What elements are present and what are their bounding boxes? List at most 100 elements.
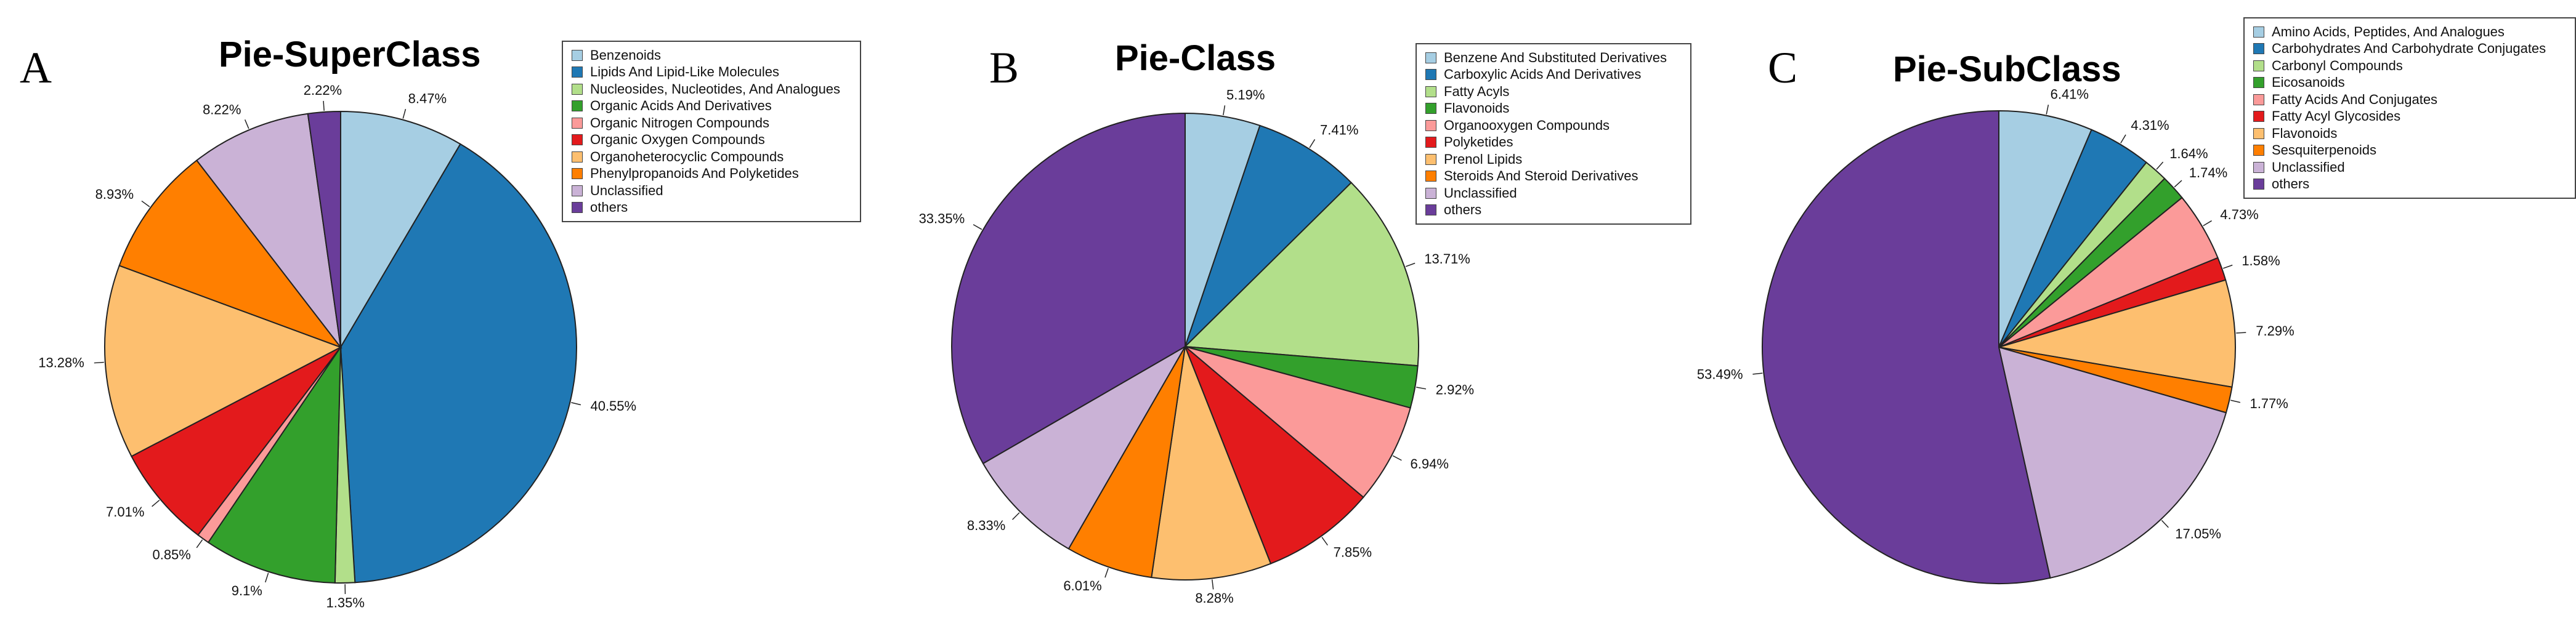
slice-label: 9.1% — [232, 583, 262, 598]
legend-item: Organooxygen Compounds — [1425, 117, 1682, 134]
legend-item: Steroids And Steroid Derivatives — [1425, 168, 1682, 185]
pie-svg-class: 5.19%7.41%13.71%2.92%6.94%7.85%8.28%6.01… — [919, 87, 1475, 606]
slice-label: 7.29% — [2256, 323, 2294, 339]
legend-swatch — [2253, 43, 2264, 55]
pie-slice — [131, 347, 341, 536]
legend-swatch — [1425, 187, 1436, 199]
legend-swatch — [1425, 119, 1436, 131]
panel-letter: C — [1768, 43, 1798, 92]
slice-label: 6.01% — [1063, 578, 1101, 593]
pie-slice — [118, 159, 342, 349]
legend-label: Benzene And Substituted Derivatives — [1444, 49, 1667, 65]
pie-slice — [1762, 110, 2051, 584]
legend-swatch — [1425, 86, 1436, 97]
legend-label: Unclassified — [590, 182, 663, 198]
legend-item: others — [572, 199, 851, 217]
legend-swatch — [2253, 111, 2264, 123]
legend-swatch — [2253, 127, 2264, 139]
pie-svg-superclass: 8.47%40.55%1.35%9.1%0.85%7.01%13.28%8.93… — [38, 82, 636, 611]
chart-title: Pie-Class — [1115, 38, 1276, 78]
slice-label-tick — [2203, 220, 2212, 227]
legend-label: Benzenoids — [590, 47, 661, 63]
slice-label-tick — [973, 224, 982, 230]
slice-label: 8.47% — [408, 90, 447, 106]
legend-swatch — [2253, 145, 2264, 156]
slice-label-tick — [2046, 104, 2049, 115]
legend-label: Prenol Lipids — [1444, 151, 1523, 167]
legend-swatch — [572, 202, 583, 214]
legend-swatch — [1425, 137, 1436, 148]
legend-item: Fatty Acids And Conjugates — [2253, 91, 2566, 108]
slice-label-tick — [1212, 579, 1214, 590]
slice-label: 1.77% — [2250, 396, 2288, 411]
pie-slice — [207, 345, 342, 584]
pie-svg-subclass: 6.41%4.31%1.64%1.74%4.73%1.58%7.29%1.77%… — [1697, 86, 2295, 584]
pie-slice — [1185, 124, 1353, 347]
slice-label: 6.41% — [2051, 86, 2089, 102]
legend-label: Carbohydrates And Carbohydrate Conjugate… — [2272, 41, 2546, 57]
legend-swatch — [572, 49, 583, 61]
slice-label-tick — [2236, 332, 2246, 334]
slice-label-tick — [2230, 400, 2241, 403]
pie-chart-subclass: 6.41%4.31%1.64%1.74%4.73%1.58%7.29%1.77%… — [1697, 0, 2576, 631]
legend-label: Flavonoids — [1444, 100, 1510, 116]
slice-label: 1.35% — [326, 595, 365, 611]
legend-item: others — [1425, 202, 1682, 219]
slice-label-tick — [323, 100, 325, 111]
slice-label: 8.22% — [203, 102, 241, 117]
legend-swatch — [2253, 60, 2264, 71]
legend-swatch — [2253, 77, 2264, 89]
legend-item: Nucleosides, Nucleotides, And Analogues — [572, 81, 851, 98]
legend-label: Flavonoids — [2272, 125, 2338, 141]
legend-label: Unclassified — [2272, 159, 2345, 175]
legend-swatch — [572, 185, 583, 196]
panel-letter: B — [989, 43, 1019, 92]
slice-label-tick — [1309, 139, 1316, 148]
slice-label-tick — [196, 539, 203, 549]
legend-swatch — [572, 117, 583, 129]
legend-swatch — [2253, 94, 2264, 105]
legend-label: others — [590, 199, 628, 215]
slice-label: 7.41% — [1320, 123, 1358, 138]
legend-swatch — [1425, 52, 1436, 63]
legend-item: Unclassified — [1425, 185, 1682, 202]
legend-swatch — [1425, 171, 1436, 182]
pie-chart-class: 5.19%7.41%13.71%2.92%6.94%7.85%8.28%6.01… — [859, 0, 1717, 631]
legend-item: Fatty Acyls — [1425, 83, 1682, 100]
legend-item: Benzene And Substituted Derivatives — [1425, 49, 1682, 66]
slice-label-tick — [571, 402, 581, 406]
slice-label-tick — [2120, 134, 2126, 143]
slice-label: 4.31% — [2131, 118, 2169, 133]
legend-label: Carboxylic Acids And Derivatives — [1444, 66, 1642, 82]
slice-label-tick — [1223, 105, 1226, 116]
legend-swatch — [2253, 161, 2264, 173]
slice-label-tick — [1752, 372, 1763, 375]
legend-item: Organic Acids And Derivatives — [572, 98, 851, 115]
legend-label: Fatty Acyl Glycosides — [2272, 108, 2401, 124]
pie-slice — [1998, 279, 2236, 388]
slice-label: 1.64% — [2169, 146, 2208, 161]
pie-slice — [1185, 346, 1411, 499]
legend-label: Organoheterocyclic Compounds — [590, 148, 784, 164]
legend-label: others — [1444, 202, 1482, 218]
chart-title: Pie-SubClass — [1893, 49, 2121, 89]
slice-label: 7.85% — [1334, 544, 1372, 560]
slice-label: 2.92% — [1436, 382, 1474, 397]
legend-item: Flavonoids — [2253, 125, 2566, 142]
slice-label: 17.05% — [2175, 526, 2221, 541]
slice-label: 2.22% — [304, 82, 342, 98]
slice-label-tick — [2222, 264, 2233, 269]
slice-label: 8.28% — [1195, 590, 1233, 606]
slice-label-tick — [141, 200, 150, 207]
legend-item: Organic Nitrogen Compounds — [572, 115, 851, 132]
slice-label: 1.74% — [2189, 165, 2227, 180]
legend-item: Unclassified — [2253, 159, 2566, 176]
pie-slice — [1067, 346, 1186, 579]
pie-chart-superclass: 8.47%40.55%1.35%9.1%0.85%7.01%13.28%8.93… — [0, 0, 861, 631]
pie-slice — [340, 110, 461, 350]
slice-label: 0.85% — [152, 547, 190, 563]
legend-item: Lipids And Lipid-Like Molecules — [572, 64, 851, 81]
slice-label-tick — [1104, 568, 1109, 578]
legend-item: Eicosanoids — [2253, 74, 2566, 92]
